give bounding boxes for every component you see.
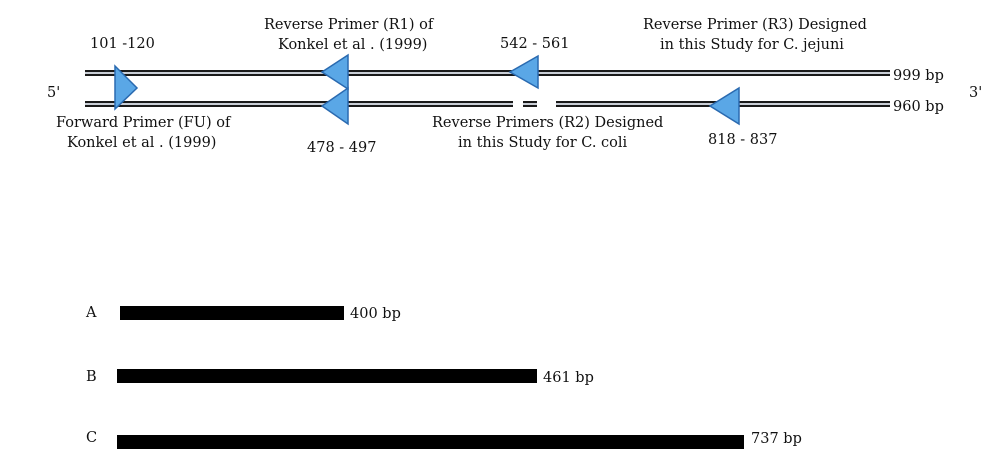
forward-primer-fu-arrow-icon bbox=[114, 64, 139, 111]
product-a-letter: A bbox=[85, 305, 97, 321]
product-a-size: 400 bp bbox=[350, 306, 401, 322]
product-a: A 400 bp bbox=[85, 305, 401, 322]
fu-position: 101 -120 bbox=[90, 36, 155, 52]
top-strand-length: 999 bp bbox=[893, 68, 944, 84]
reverse-primer-r1-top-arrow-icon bbox=[320, 53, 349, 91]
product-b-bar bbox=[117, 369, 537, 383]
reverse-primer-r2-arrow-icon bbox=[508, 54, 539, 90]
r1-position: 478 - 497 bbox=[307, 140, 376, 156]
product-a-bar bbox=[120, 306, 344, 320]
product-c: C 737 bp bbox=[86, 430, 802, 449]
five-prime-label: 5' bbox=[47, 85, 60, 101]
r2-label-line2: in this Study for C. coli bbox=[458, 135, 628, 151]
product-b: B 461 bp bbox=[86, 369, 594, 386]
r3-label-line2: in this Study for C. jejuni bbox=[660, 37, 844, 53]
r2-label-line1: Reverse Primers (R2) Designed bbox=[432, 115, 663, 131]
r1-label-line1: Reverse Primer (R1) of bbox=[264, 17, 435, 33]
r2-position: 542 - 561 bbox=[500, 36, 569, 52]
product-c-bar bbox=[117, 435, 744, 449]
three-prime-label: 3' bbox=[969, 85, 982, 101]
r3-position: 818 - 837 bbox=[708, 132, 777, 148]
r1-label-line2: Konkel et al . (1999) bbox=[278, 37, 427, 53]
reverse-primer-r3-arrow-icon bbox=[708, 86, 740, 126]
product-b-size: 461 bp bbox=[543, 370, 594, 386]
product-b-letter: B bbox=[86, 369, 97, 385]
r3-label-line1: Reverse Primer (R3) Designed bbox=[643, 17, 867, 33]
fu-label-line2: Konkel et al . (1999) bbox=[67, 135, 216, 151]
product-c-size: 737 bp bbox=[751, 431, 802, 447]
bottom-strand-length: 960 bp bbox=[893, 99, 944, 115]
product-c-letter: C bbox=[86, 430, 97, 446]
reverse-primer-r1-bottom-arrow-icon bbox=[320, 86, 349, 126]
top-strand bbox=[85, 70, 890, 76]
fu-label-line1: Forward Primer (FU) of bbox=[56, 115, 232, 131]
bottom-strand bbox=[85, 101, 890, 107]
